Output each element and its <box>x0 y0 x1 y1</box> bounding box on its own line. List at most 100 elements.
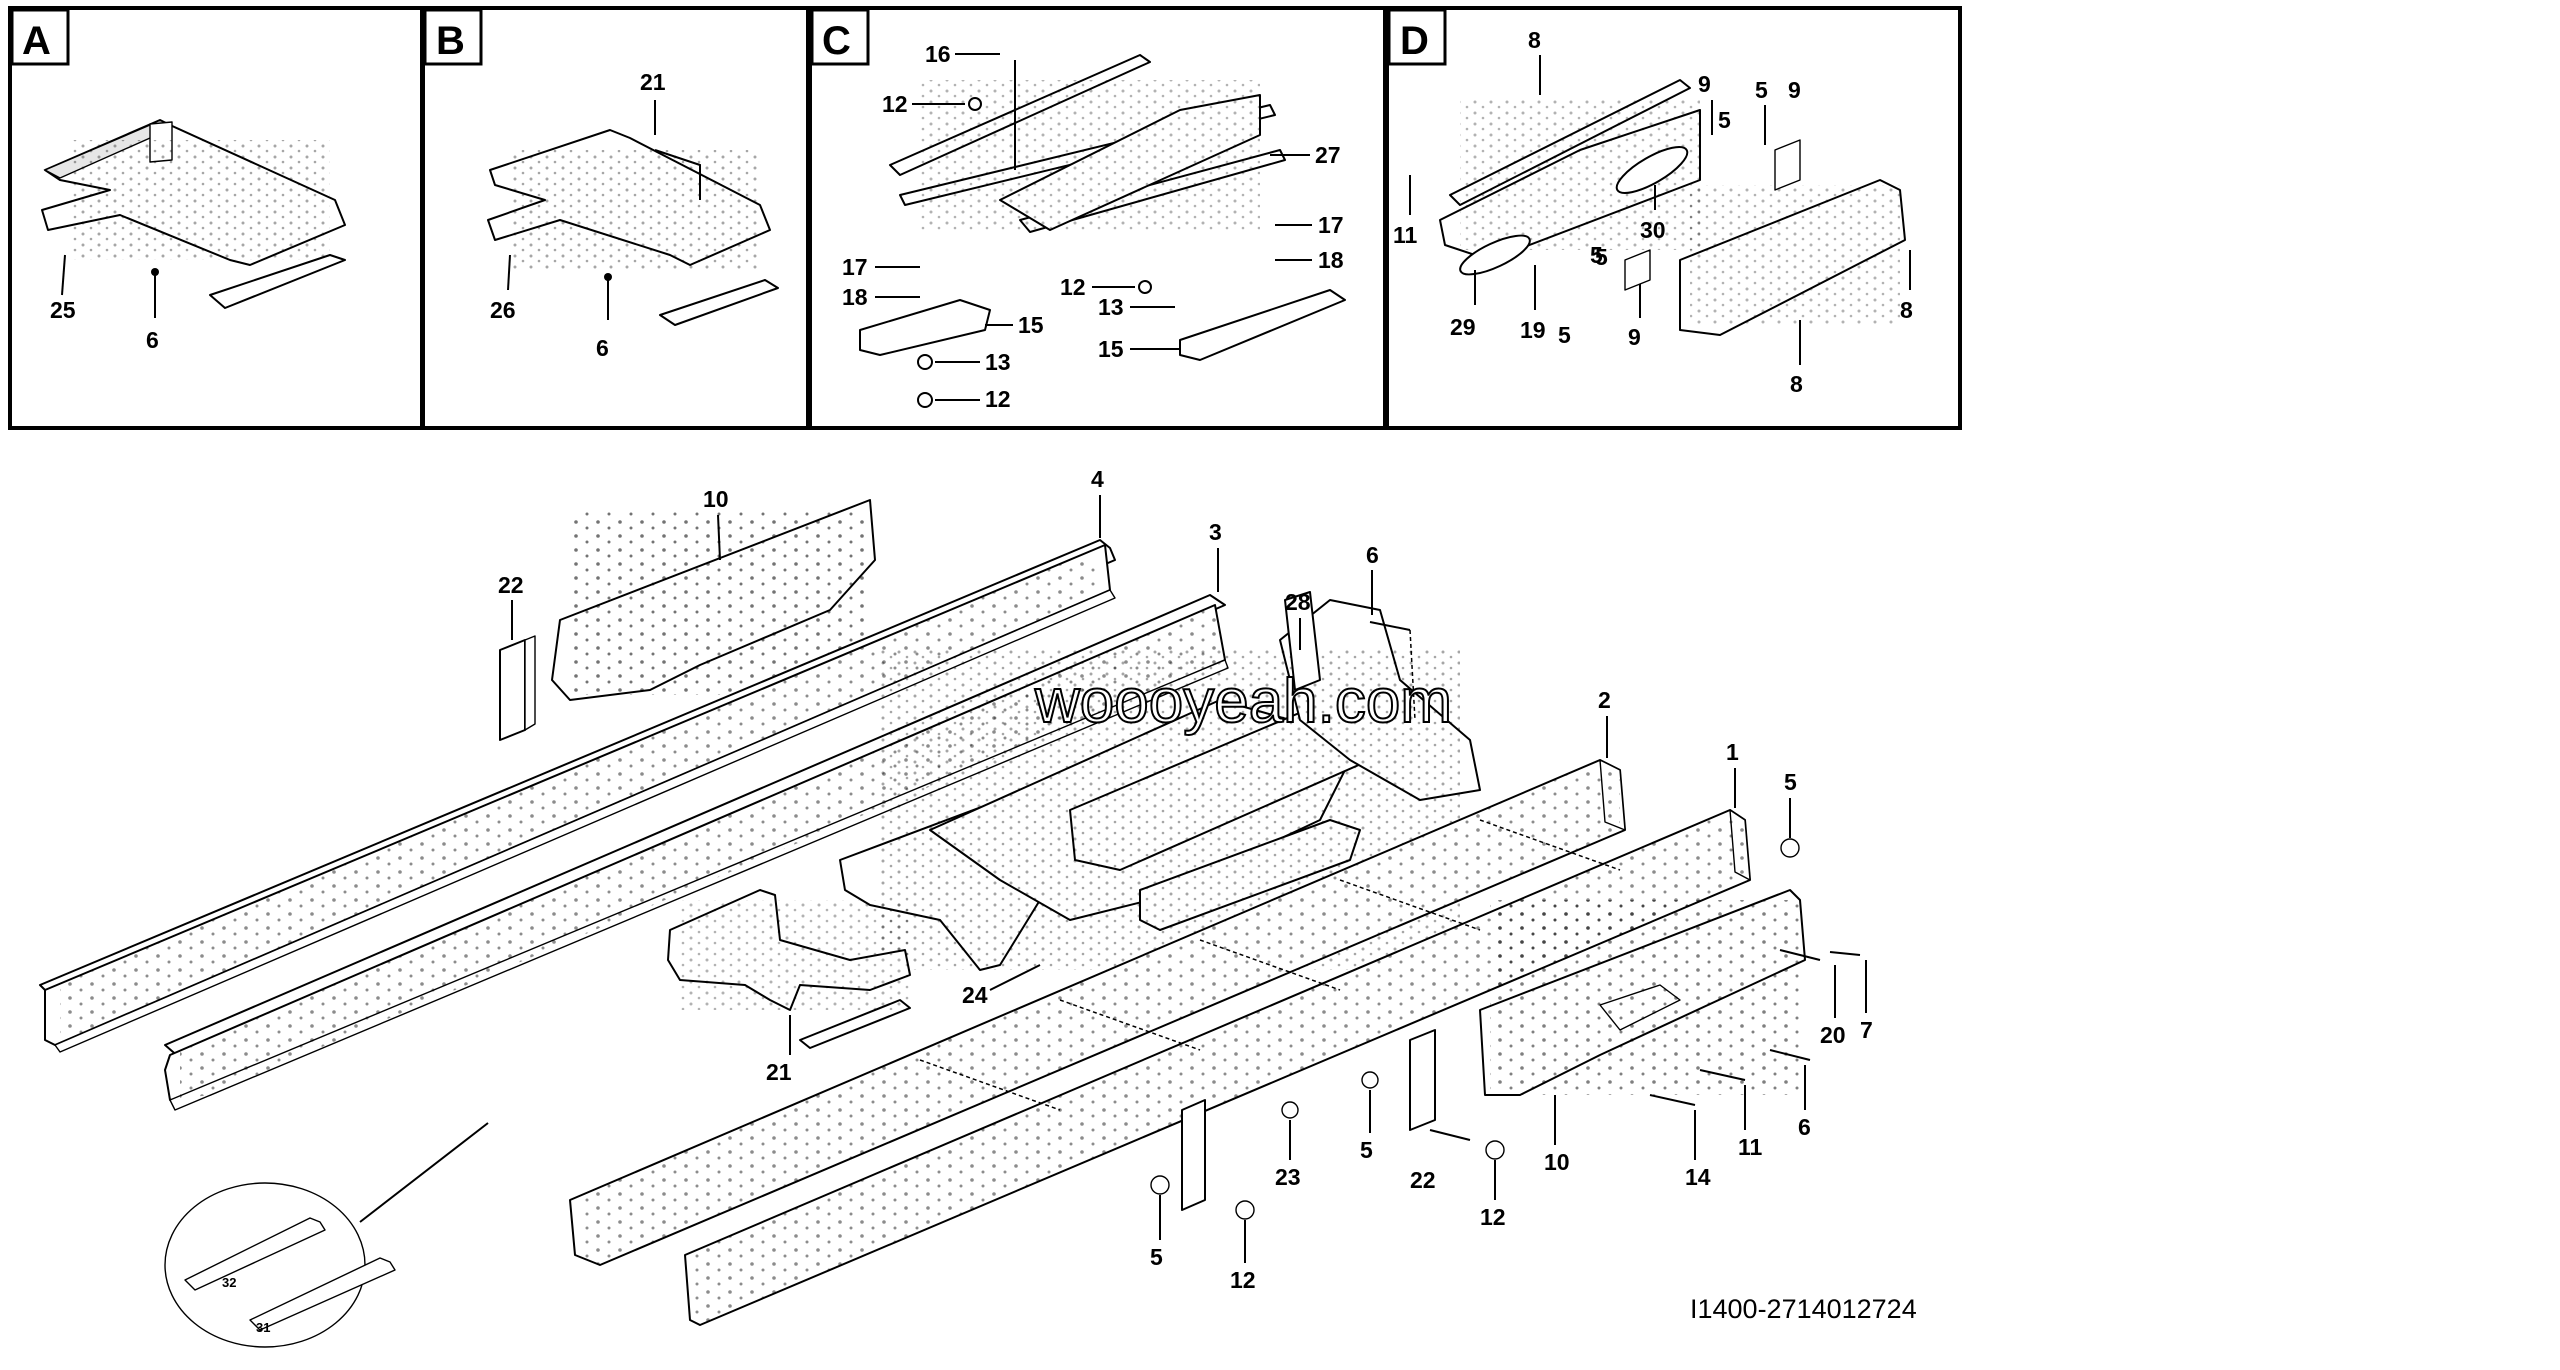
callout-c-13a: 13 <box>985 349 1011 375</box>
callout-c-16: 16 <box>925 41 951 67</box>
callout-main-6-right: 6 <box>1798 1114 1811 1140</box>
bracket-d-9b <box>1774 139 1801 191</box>
bolt-a-6 <box>151 268 159 276</box>
bolt-6-top <box>1369 621 1411 631</box>
nut-c-12b <box>917 392 933 408</box>
callout-c-15b: 15 <box>1098 336 1124 362</box>
panel-c-letter: C <box>822 19 851 63</box>
leader-a-25 <box>61 254 66 296</box>
central-cross-members <box>839 599 1481 971</box>
callout-d-30: 30 <box>1640 217 1666 243</box>
plate-d-30 <box>1615 146 1689 194</box>
panel-c-letter-box <box>810 8 870 66</box>
callout-c-12a: 12 <box>882 91 908 117</box>
callout-d-8a: 8 <box>1528 27 1541 53</box>
bolt-7 <box>1829 951 1861 956</box>
callout-d-8b: 8 <box>1900 297 1913 323</box>
bolt-11 <box>1699 1069 1746 1081</box>
inset-rail-31 <box>249 1257 396 1331</box>
callout-c-12c: 12 <box>1060 274 1086 300</box>
callout-d-5d: 5 <box>1558 322 1571 348</box>
callout-inset-31: 31 <box>256 1320 270 1335</box>
plate-d-29 <box>1459 234 1531 276</box>
leader-b-26 <box>507 254 511 291</box>
callout-main-20: 20 <box>1820 1022 1846 1048</box>
bracket-22-left <box>499 635 536 741</box>
callout-d-29: 29 <box>1450 314 1476 340</box>
callout-c-13b: 13 <box>1098 294 1124 320</box>
bolt-b-6 <box>604 273 612 281</box>
bolt-6-right <box>1769 1049 1811 1061</box>
callout-main-10-top: 10 <box>703 486 729 512</box>
callout-d-5e: 5 <box>1595 244 1608 270</box>
cross-member-a <box>41 119 346 309</box>
inset-rail-32 <box>184 1217 326 1291</box>
callout-main-5-top: 5 <box>1784 769 1797 795</box>
callout-d-8c: 8 <box>1790 371 1803 397</box>
leader-main-22-right <box>1429 1129 1471 1141</box>
leader-b-21b <box>654 149 701 200</box>
bolt-14 <box>1649 1094 1696 1106</box>
cross-member-d <box>1439 79 1906 336</box>
bolt-20 <box>1779 949 1821 961</box>
callout-c-18b: 18 <box>1318 247 1344 273</box>
reinforcement-plate-10-right <box>1479 889 1806 1096</box>
callout-main-28: 28 <box>1285 589 1311 615</box>
callout-d-5b: 5 <box>1718 107 1731 133</box>
callout-inset-32: 32 <box>222 1275 236 1290</box>
callout-main-23: 23 <box>1275 1164 1301 1190</box>
panel-c: C 16 12 27 17 18 15 13 12 17 18 <box>808 6 1387 430</box>
small-cross-member <box>667 889 911 1049</box>
callout-d-5a: 5 <box>1755 77 1768 103</box>
callout-main-22-right: 22 <box>1410 1167 1436 1193</box>
callout-main-5-low: 5 <box>1150 1244 1163 1270</box>
panel-d-letter: D <box>1400 19 1429 63</box>
panel-d: D 8 9 5 9 5 11 30 5 8 29 19 5 9 <box>1385 6 1962 430</box>
bracket-22-lower <box>1181 1099 1206 1211</box>
leader-main-24 <box>989 964 1041 991</box>
callout-main-2: 2 <box>1598 687 1611 713</box>
cross-member-b <box>487 129 779 326</box>
bracket-d-9c <box>1624 249 1651 291</box>
callout-main-6-top: 6 <box>1366 542 1379 568</box>
nut-c-12c <box>1138 280 1152 294</box>
nut-12-right <box>1485 1140 1505 1160</box>
callout-c-27: 27 <box>1315 142 1341 168</box>
detail-inset: 32 31 <box>164 1122 489 1348</box>
callout-main-12-low: 12 <box>1230 1267 1256 1293</box>
panel-a: A 25 6 <box>8 6 424 430</box>
callout-d-9b: 9 <box>1788 77 1801 103</box>
callout-c-17a: 17 <box>842 254 868 280</box>
callout-main-14: 14 <box>1685 1164 1711 1190</box>
callout-a-6: 6 <box>146 327 159 353</box>
callout-d-19: 19 <box>1520 317 1546 343</box>
callout-main-24: 24 <box>962 982 988 1008</box>
callout-main-7: 7 <box>1860 1017 1873 1043</box>
callout-main-22-left: 22 <box>498 572 524 598</box>
bracket-22-right <box>1409 1029 1436 1131</box>
nut-12-low <box>1235 1200 1255 1220</box>
callout-b-26: 26 <box>490 297 516 323</box>
callout-d-11: 11 <box>1393 222 1418 248</box>
callout-main-1: 1 <box>1726 739 1739 765</box>
main-callouts: 10 4 3 22 6 28 2 1 5 24 21 20 7 6 11 10 … <box>498 466 1873 1293</box>
callout-b-21: 21 <box>640 69 666 95</box>
panel-d-letter-box <box>1387 8 1447 66</box>
bolt-items <box>789 621 1861 1106</box>
washer-c-13a <box>917 354 933 370</box>
nut-5-mid <box>1361 1071 1379 1089</box>
panel-a-letter-box <box>10 8 70 66</box>
callout-main-12-right: 12 <box>1480 1204 1506 1230</box>
callout-a-25: 25 <box>50 297 76 323</box>
callout-c-18a: 18 <box>842 284 868 310</box>
panel-b: B 21 26 6 <box>421 6 810 430</box>
callout-c-17b: 17 <box>1318 212 1344 238</box>
callout-c-12b: 12 <box>985 386 1011 412</box>
bolt-6-path <box>1409 629 1416 721</box>
panel-d-frame <box>1385 6 1962 430</box>
bracket-28 <box>1284 591 1321 691</box>
nut-5-low <box>1150 1175 1170 1195</box>
nut-5-top <box>1780 838 1800 858</box>
callout-main-5-mid: 5 <box>1360 1137 1373 1163</box>
